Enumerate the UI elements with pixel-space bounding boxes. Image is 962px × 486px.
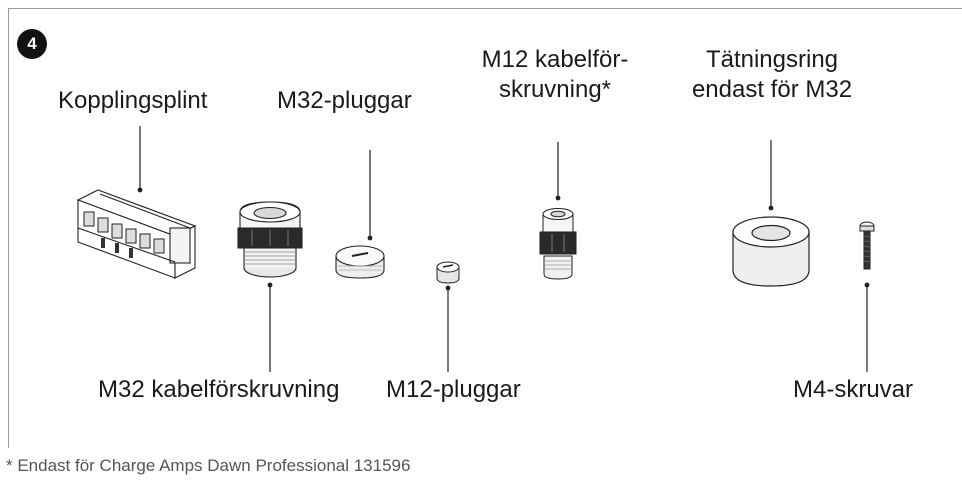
footnote: * Endast för Charge Amps Dawn Profession… <box>6 456 411 475</box>
label-m4-screws: M4-skruvar <box>793 376 914 403</box>
terminal-block-icon <box>76 189 197 279</box>
label-terminal-block: Kopplingsplint <box>58 87 208 114</box>
label-m12-gland: M12 kabelför- skruvning* <box>470 45 640 105</box>
label-seal-ring-line1: Tätningsring <box>705 46 839 73</box>
label-m12-gland-line2: skruvning* <box>498 76 612 103</box>
m32-plug-icon <box>335 245 385 279</box>
label-seal-ring-line2: endast för M32 <box>691 76 853 103</box>
label-m12-plugs: M12-pluggar <box>386 376 521 403</box>
sealing-ring-icon <box>732 216 810 287</box>
label-m12-gland-line1: M12 kabelför- <box>481 46 629 73</box>
label-seal-ring: Tätningsring endast för M32 <box>672 45 872 105</box>
m4-screw-icon <box>859 221 875 270</box>
diagram-frame <box>8 8 962 448</box>
step-number-badge: 4 <box>17 29 47 59</box>
m32-cable-gland-icon <box>237 201 303 278</box>
label-m32-plugs: M32-pluggar <box>277 87 412 114</box>
m12-cable-gland-icon <box>539 208 577 280</box>
m12-plug-icon <box>436 261 460 284</box>
label-m32-gland: M32 kabelförskruvning <box>98 376 340 403</box>
